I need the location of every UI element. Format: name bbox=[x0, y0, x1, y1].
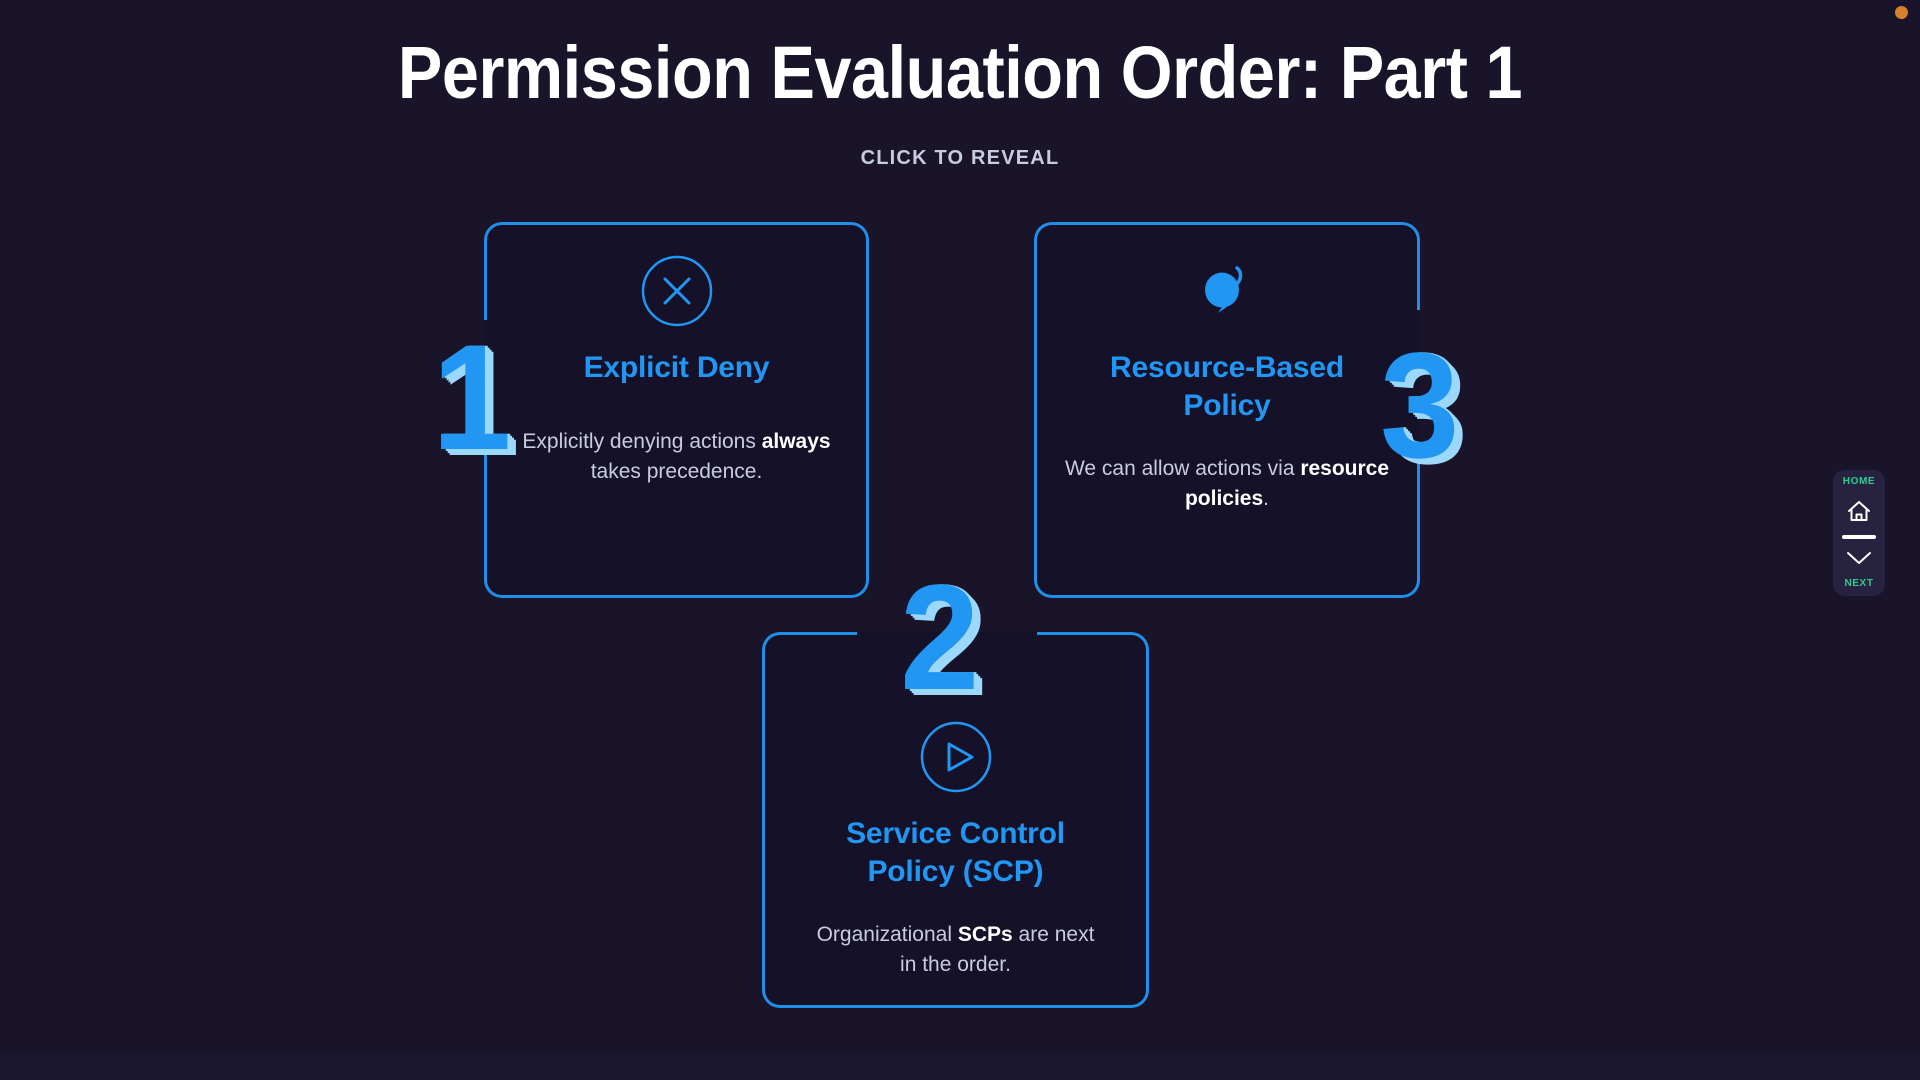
circle-x-icon bbox=[641, 255, 713, 327]
card-body-prefix: Organizational bbox=[816, 922, 958, 946]
card-border-left bbox=[762, 672, 765, 968]
card-border-left-lower bbox=[484, 448, 487, 558]
card-border-right-lower bbox=[1417, 452, 1420, 558]
card-border-top bbox=[1074, 222, 1380, 225]
card-corner-bottom-left bbox=[484, 558, 524, 598]
card-number-2: 2 bbox=[900, 553, 980, 721]
card-border-right bbox=[866, 262, 869, 558]
card-corner-bottom-left bbox=[1034, 558, 1074, 598]
card-corner-top-left bbox=[484, 222, 524, 262]
card-border-bottom bbox=[802, 1005, 1109, 1008]
card-resource-based-policy[interactable]: Resource-Based Policy We can allow actio… bbox=[1034, 222, 1420, 598]
card-body-emphasis: SCPs bbox=[957, 922, 1013, 946]
card-border-left bbox=[1034, 262, 1037, 558]
card-title: Explicit Deny bbox=[583, 351, 770, 384]
card-body: Explicitly denying actions always takes … bbox=[512, 427, 842, 487]
card-corner-top-left bbox=[1034, 222, 1074, 262]
nav-next-label: NEXT bbox=[1844, 578, 1874, 589]
bottom-band bbox=[0, 1052, 1920, 1080]
card-corner-bottom-right bbox=[1380, 558, 1420, 598]
card-body: Organizational SCPs are next in the orde… bbox=[811, 920, 1101, 980]
card-corner-bottom-right bbox=[829, 558, 869, 598]
card-border-top bbox=[524, 222, 829, 225]
card-corner-top-right bbox=[1109, 632, 1149, 672]
nav-divider bbox=[1842, 534, 1876, 539]
recording-indicator-dot bbox=[1895, 6, 1908, 19]
card-border-bottom bbox=[1074, 595, 1380, 598]
card-title: Service Control Policy (SCP) bbox=[846, 817, 1065, 889]
page-title: Permission Evaluation Order: Part 1 bbox=[397, 31, 1523, 114]
card-service-control-policy[interactable]: Service Control Policy (SCP) Organizatio… bbox=[762, 632, 1149, 1008]
card-border-top-right-seg bbox=[1037, 632, 1109, 635]
nav-home-label: HOME bbox=[1842, 476, 1876, 487]
card-body-emphasis: always bbox=[761, 430, 831, 454]
balloon-icon bbox=[1191, 255, 1263, 327]
card-body-suffix: are next in the order. bbox=[900, 922, 1095, 976]
card-corner-top-right bbox=[1380, 222, 1420, 262]
circle-play-icon bbox=[920, 721, 992, 793]
home-icon[interactable] bbox=[1846, 499, 1872, 523]
card-corner-bottom-left bbox=[762, 968, 802, 1008]
card-corner-bottom-right bbox=[1109, 968, 1149, 1008]
card-number-3: 3 bbox=[1380, 321, 1460, 489]
card-body-suffix: takes precedence. bbox=[590, 460, 763, 484]
slide-navigation-widget[interactable]: HOME NEXT bbox=[1833, 470, 1885, 596]
card-border-right bbox=[1146, 672, 1149, 968]
card-body-emphasis: resource policies bbox=[1184, 456, 1390, 510]
card-border-bottom bbox=[524, 595, 829, 598]
card-body-prefix: Explicitly denying actions bbox=[522, 430, 762, 454]
card-corner-top-left bbox=[762, 632, 802, 672]
card-border-left-upper bbox=[484, 262, 487, 320]
card-explicit-deny[interactable]: Explicit Deny Explicitly denying actions… bbox=[484, 222, 869, 598]
card-number-1: 1 bbox=[432, 313, 512, 481]
card-body-suffix: . bbox=[1263, 486, 1270, 510]
card-body-prefix: We can allow actions via bbox=[1064, 456, 1301, 480]
card-corner-top-right bbox=[829, 222, 869, 262]
card-border-right-upper bbox=[1417, 262, 1420, 310]
card-title: Resource-Based Policy bbox=[1110, 351, 1344, 423]
card-body: We can allow actions via resource polici… bbox=[1057, 454, 1397, 514]
chevron-down-icon[interactable] bbox=[1845, 550, 1873, 566]
page-subtitle: CLICK TO REVEAL bbox=[860, 147, 1060, 169]
card-border-top-left-seg bbox=[802, 632, 857, 635]
